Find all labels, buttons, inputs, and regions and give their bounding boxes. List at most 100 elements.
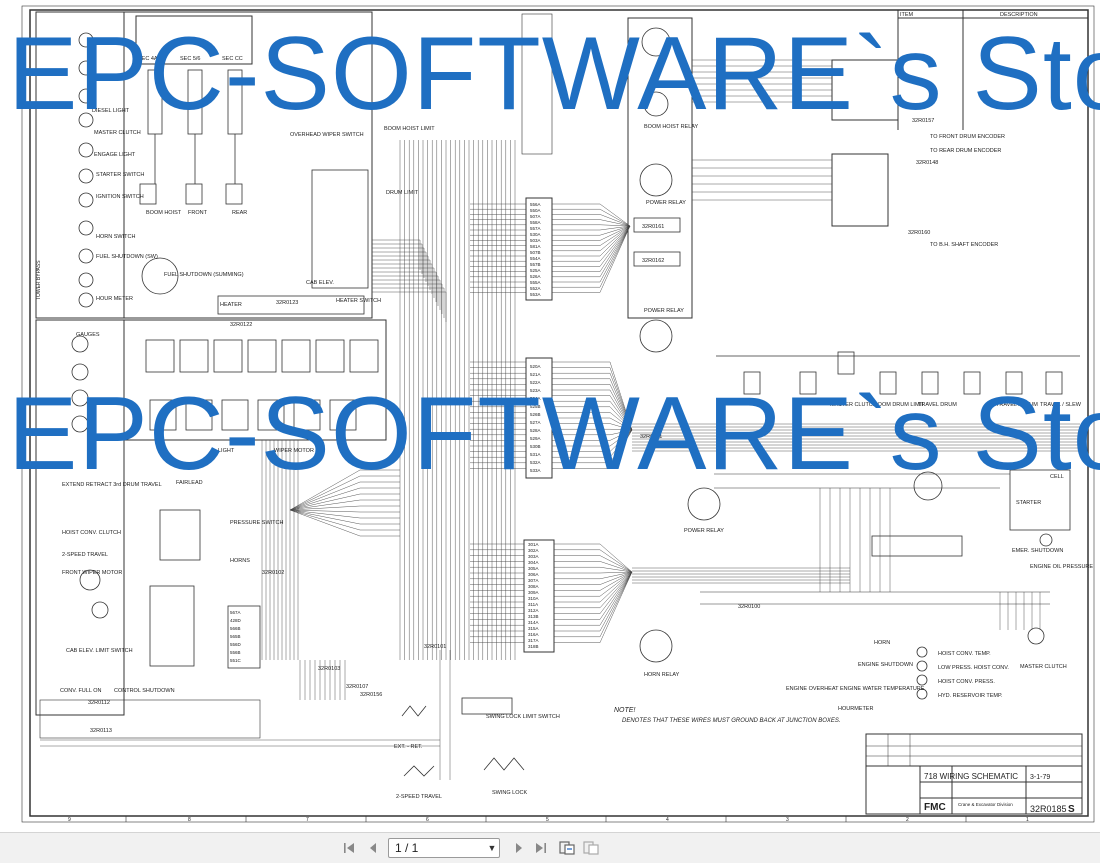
border-number-6: 6 xyxy=(426,817,429,823)
label-hoist-conv-clutch: HOIST CONV. CLUTCH xyxy=(62,530,121,536)
terminal-label: 526B xyxy=(530,412,541,417)
label-32r0113: 32R0113 xyxy=(90,728,112,734)
label-32r0148: 32R0148 xyxy=(916,160,938,166)
terminal-label: 553A xyxy=(530,292,541,297)
label-fairlead: FAIRLEAD xyxy=(176,480,203,486)
previous-page-icon[interactable] xyxy=(364,839,382,857)
terminal-label: 525A xyxy=(530,268,541,273)
label-heater-switch: HEATER SWITCH xyxy=(336,298,381,304)
terminal-label: 555A xyxy=(530,280,541,285)
label-to-front-drum: TO FRONT DRUM ENCODER xyxy=(930,134,1005,140)
terminal-label: 557A xyxy=(530,226,541,231)
label-to-rear-drum: TO REAR DRUM ENCODER xyxy=(930,148,1001,154)
label-32r0160: 32R0160 xyxy=(908,230,930,236)
label-boom-hoist-limit: BOOM HOIST LIMIT xyxy=(384,126,435,132)
label-to-bh-shaft: TO B.H. SHAFT ENCODER xyxy=(930,242,998,248)
label-diesel-light: DIESEL LIGHT xyxy=(92,108,130,114)
label-boom-hoist-relay: BOOM HOIST RELAY xyxy=(644,124,699,130)
label-engine-water-temp: ENGINE WATER TEMPERATURE xyxy=(840,686,925,692)
terminal-label: 303A xyxy=(528,554,539,559)
label-hoist-conv-press: HOIST CONV. PRESS. xyxy=(938,679,995,685)
fit-page-icon[interactable] xyxy=(558,839,576,857)
label-power-relay-mid: POWER RELAY xyxy=(644,308,684,314)
terminal-label: 428D xyxy=(230,618,242,623)
viewer-toolbar: 1 / 1 ▼ xyxy=(0,832,1100,863)
label-32r0100: 32R0100 xyxy=(738,604,760,610)
terminal-label: 530A xyxy=(530,232,541,237)
label-overhead-wiper: OVERHEAD WIPER SWITCH xyxy=(290,132,364,138)
terminal-label: 557B xyxy=(530,262,541,267)
label-master-clutch-bottom: MASTER CLUTCH xyxy=(1020,664,1067,670)
terminal-label: 522A xyxy=(530,380,541,385)
label-master-clutch: MASTER CLUTCH xyxy=(94,130,141,136)
terminal-label: 554A xyxy=(530,256,541,261)
terminal-label: 302A xyxy=(528,548,539,553)
label-light: LIGHT xyxy=(218,448,235,454)
terminal-label: 532A xyxy=(530,460,541,465)
label-travel-drum-2: TRAVEL / DRUM xyxy=(996,402,1038,408)
label-cab-elev: CAB ELEV. xyxy=(306,280,334,286)
drawing-number: 32R0185 xyxy=(1030,804,1067,814)
label-hoist-conv-temp: HOIST CONV. TEMP. xyxy=(938,651,991,657)
fit-width-icon[interactable] xyxy=(582,839,600,857)
terminal-label: 523A xyxy=(530,388,541,393)
border-number-3: 3 xyxy=(786,817,789,823)
label-front: FRONT xyxy=(188,210,208,216)
terminal-label: 525B xyxy=(530,404,541,409)
label-low-press: LOW PRESS. HOIST CONV. xyxy=(938,665,1009,671)
header-description: DESCRIPTION xyxy=(1000,12,1038,18)
label-boom-drum-limit: BOOM DRUM LIMIT xyxy=(874,402,925,408)
next-page-icon[interactable] xyxy=(510,839,528,857)
terminal-label: 529A xyxy=(530,436,541,441)
label-swing-lock-limit: SWING LOCK LIMIT SWITCH xyxy=(486,714,560,720)
terminal-label: 552A xyxy=(530,286,541,291)
label-horn-bottom: HORN xyxy=(874,640,890,646)
label-control-shutdown: CONTROL SHUTDOWN xyxy=(114,688,175,694)
terminal-label: 520A xyxy=(530,364,541,369)
label-travel-slew: TRAVEL / SLEW xyxy=(1040,402,1082,408)
label-engage-light: ENGAGE LIGHT xyxy=(94,152,136,158)
terminal-label: 566B xyxy=(230,626,241,631)
label-engine-shutdown: ENGINE SHUTDOWN xyxy=(858,662,913,668)
label-heater: HEATER xyxy=(220,302,242,308)
document-viewport[interactable]: ITEM DESCRIPTION SEC 4A SEC 5/6 SEC CC D… xyxy=(0,0,1100,832)
terminal-label: 313B xyxy=(528,614,539,619)
label-rear: REAR xyxy=(232,210,247,216)
label-hourmeter: HOURMETER xyxy=(838,706,873,712)
drawing-date: 3-1-79 xyxy=(1030,774,1050,781)
label-sec-cc: SEC CC xyxy=(222,56,243,62)
terminal-label: 312A xyxy=(528,608,539,613)
terminal-label: 524A xyxy=(530,396,541,401)
border-number-8: 8 xyxy=(188,817,191,823)
label-boom-hoist: BOOM HOIST xyxy=(146,210,182,216)
label-32r0131: 32R0131 xyxy=(640,434,662,440)
first-page-icon[interactable] xyxy=(340,839,358,857)
terminal-label: 310A xyxy=(528,596,539,601)
terminal-label: 528A xyxy=(530,428,541,433)
terminal-label: 551C xyxy=(230,658,242,663)
label-emer-shutdown: EMER. SHUTDOWN xyxy=(1012,548,1063,554)
border-number-1: 1 xyxy=(1026,817,1029,823)
page-number-select[interactable]: 1 / 1 ▼ xyxy=(388,838,500,858)
terminal-label: 314A xyxy=(528,620,539,625)
label-32r0156: 32R0156 xyxy=(360,692,382,698)
border-number-4: 4 xyxy=(666,817,669,823)
terminal-label: 565B xyxy=(230,634,241,639)
terminal-label: 507B xyxy=(530,250,541,255)
terminal-label: 304A xyxy=(528,560,539,565)
company-division: Crane & Excavator Division xyxy=(958,802,1013,807)
terminal-label: 531A xyxy=(530,452,541,457)
label-engine-oil-pressure: ENGINE OIL PRESSURE xyxy=(1030,564,1093,570)
label-front-wiper-motor: FRONT WIPER MOTOR xyxy=(62,570,122,576)
label-sec-4a: SEC 4A xyxy=(138,56,158,62)
label-drum-limit: DRUM LIMIT xyxy=(386,190,419,196)
wiring-schematic-sheet: ITEM DESCRIPTION SEC 4A SEC 5/6 SEC CC D… xyxy=(21,5,1095,823)
last-page-icon[interactable] xyxy=(532,839,550,857)
terminal-label: 556A xyxy=(530,202,541,207)
terminal-label: 307A xyxy=(528,578,539,583)
drawing-title: 718 WIRING SCHEMATIC xyxy=(924,772,1018,781)
terminal-label: 533A xyxy=(530,468,541,473)
label-fuel-shutdown-gauge: FUEL SHUTDOWN (SUMMING) xyxy=(164,272,244,278)
terminal-label: 309A xyxy=(528,590,539,595)
terminal-label: 556D xyxy=(230,642,242,647)
